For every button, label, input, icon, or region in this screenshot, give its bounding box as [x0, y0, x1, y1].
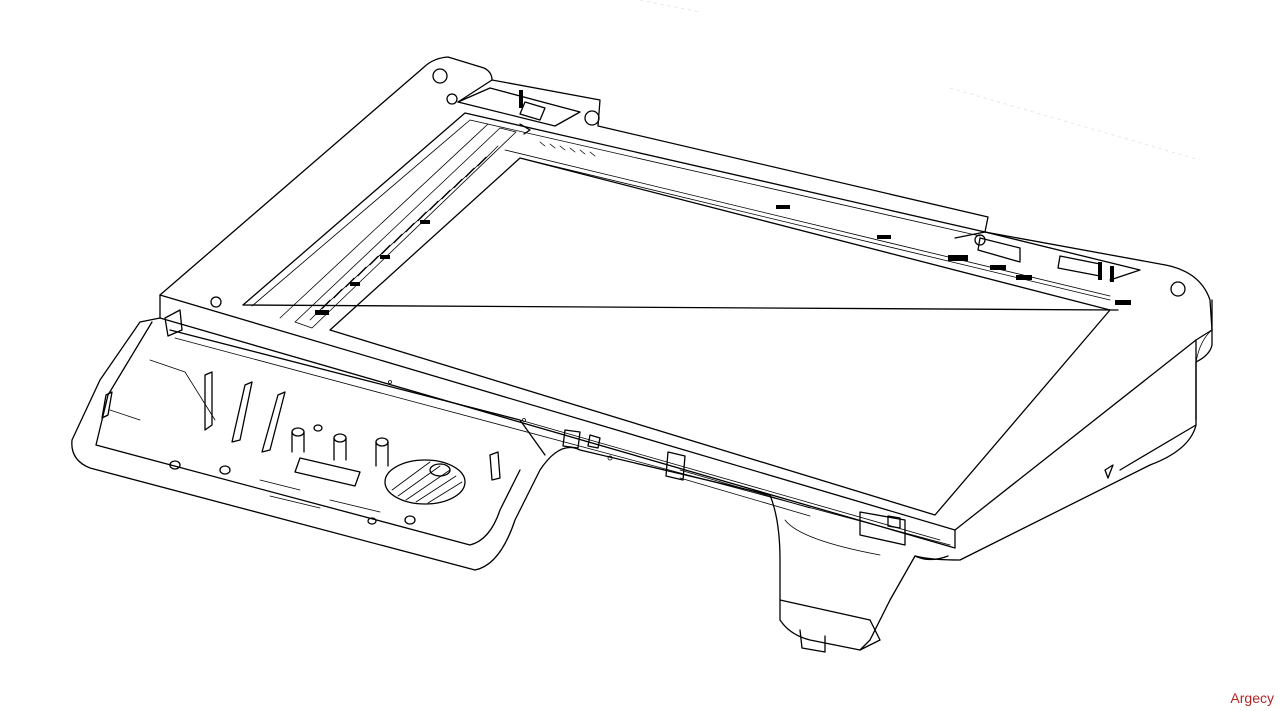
watermark-text: Argecy: [1230, 690, 1274, 706]
front-rail: [174, 337, 951, 546]
left-housing-interior: [71, 309, 771, 571]
left-hinge: [432, 68, 600, 135]
base-pedestal: [769, 494, 916, 653]
right-side-details: [1104, 329, 1213, 479]
right-hinge: [210, 231, 1186, 308]
background-artifacts: [639, 0, 1201, 161]
scale-markings: [315, 141, 1131, 315]
housing-outline: [159, 56, 1213, 561]
glass-frame: [242, 112, 1119, 516]
